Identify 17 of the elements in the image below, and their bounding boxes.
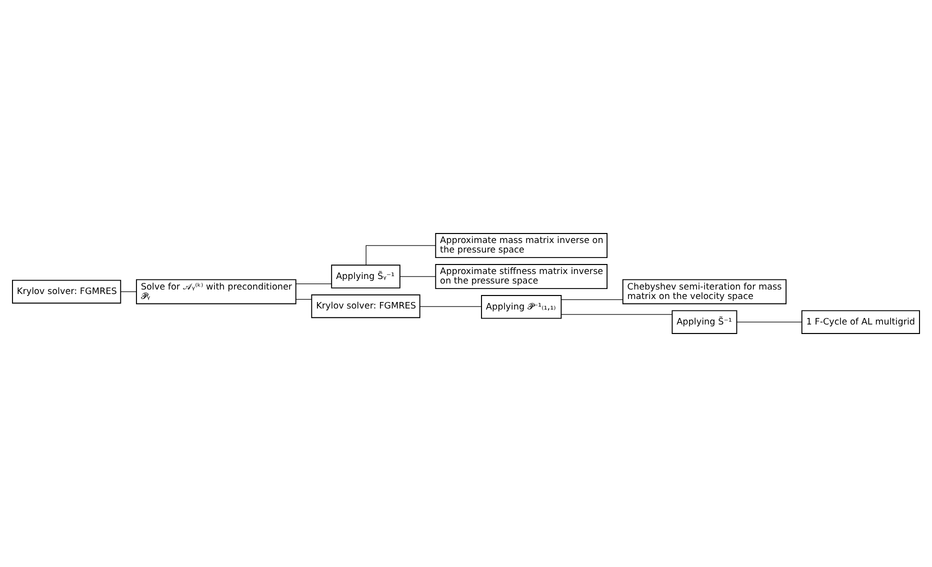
node-box: Solve for 𝒜ᵧ⁽ᵏ⁾ with preconditioner 𝒫̃ᵧ [136, 279, 296, 304]
node-box: Chebyshev semi-iteration for mass matrix on the velocity space [622, 279, 787, 304]
connector [400, 276, 436, 277]
node-box: Krylov solver: FGMRES [12, 280, 122, 304]
node-box: Applying S̃ᵧ⁻¹ [331, 264, 400, 288]
connector [366, 245, 436, 266]
node-box: Approximate stiffness matrix inverse on the pressure space [435, 264, 608, 290]
connector [120, 291, 137, 292]
connector [560, 299, 624, 300]
node-box: Krylov solver: FGMRES [311, 294, 420, 318]
connector [420, 306, 482, 307]
node-box: Applying 𝒫̃⁻¹₍₁,₁₎ [481, 295, 562, 319]
node-box: 1 F-Cycle of AL multigrid [801, 310, 920, 334]
connector [296, 299, 312, 300]
node-box: Applying S̃⁻¹ [672, 310, 738, 334]
connector [560, 314, 672, 315]
node-box: Approximate mass matrix inverse on the pressure space [435, 233, 608, 258]
